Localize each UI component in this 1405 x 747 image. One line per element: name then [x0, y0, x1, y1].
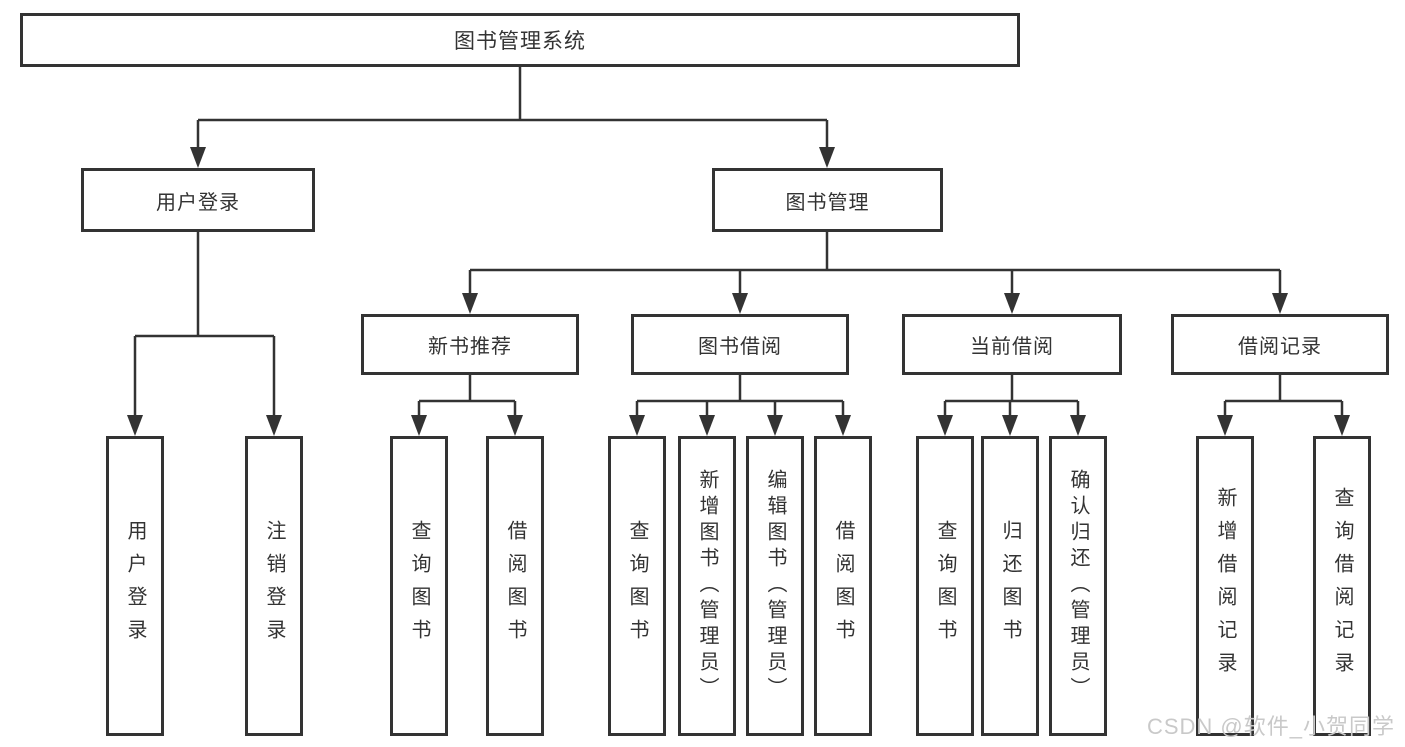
leaf-query-books-2: 查询图书: [608, 436, 666, 736]
leaf-user-login-label: 用户登录: [124, 520, 146, 652]
node-root-library-system: 图书管理系统: [20, 13, 1020, 67]
node-book-borrowing: 图书借阅: [631, 314, 849, 375]
leaf-query-books-1: 查询图书: [390, 436, 448, 736]
node-user-login-branch: 用户登录: [81, 168, 315, 232]
node-book-management-branch: 图书管理: [712, 168, 943, 232]
leaf-confirm-return-admin: 确认归还（管理员）: [1049, 436, 1107, 736]
leaf-return-books-label: 归还图书: [999, 520, 1021, 652]
leaf-borrow-books-2-label: 借阅图书: [832, 520, 854, 652]
leaf-query-books-3: 查询图书: [916, 436, 974, 736]
leaf-edit-books-admin-label: 编辑图书（管理员）: [764, 469, 786, 703]
leaf-query-books-1-label: 查询图书: [408, 520, 430, 652]
leaf-logout: 注销登录: [245, 436, 303, 736]
csdn-watermark: CSDN @软件_小贺同学: [1146, 714, 1395, 739]
leaf-add-borrow-record: 新增借阅记录: [1196, 436, 1254, 736]
leaf-edit-books-admin: 编辑图书（管理员）: [746, 436, 804, 736]
node-borrowing-records: 借阅记录: [1171, 314, 1389, 375]
leaf-query-borrow-record-label: 查询借阅记录: [1331, 487, 1353, 685]
leaf-user-login: 用户登录: [106, 436, 164, 736]
leaf-add-borrow-record-label: 新增借阅记录: [1214, 487, 1236, 685]
leaf-add-books-admin: 新增图书（管理员）: [678, 436, 736, 736]
leaf-query-books-2-label: 查询图书: [626, 520, 648, 652]
leaf-borrow-books-1: 借阅图书: [486, 436, 544, 736]
node-new-book-recommend: 新书推荐: [361, 314, 579, 375]
leaf-return-books: 归还图书: [981, 436, 1039, 736]
leaf-add-books-admin-label: 新增图书（管理员）: [696, 469, 718, 703]
leaf-query-books-3-label: 查询图书: [934, 520, 956, 652]
node-current-borrowing: 当前借阅: [902, 314, 1122, 375]
leaf-confirm-return-admin-label: 确认归还（管理员）: [1067, 469, 1089, 703]
leaf-logout-label: 注销登录: [263, 520, 285, 652]
leaf-query-borrow-record: 查询借阅记录: [1313, 436, 1371, 736]
leaf-borrow-books-2: 借阅图书: [814, 436, 872, 736]
leaf-borrow-books-1-label: 借阅图书: [504, 520, 526, 652]
